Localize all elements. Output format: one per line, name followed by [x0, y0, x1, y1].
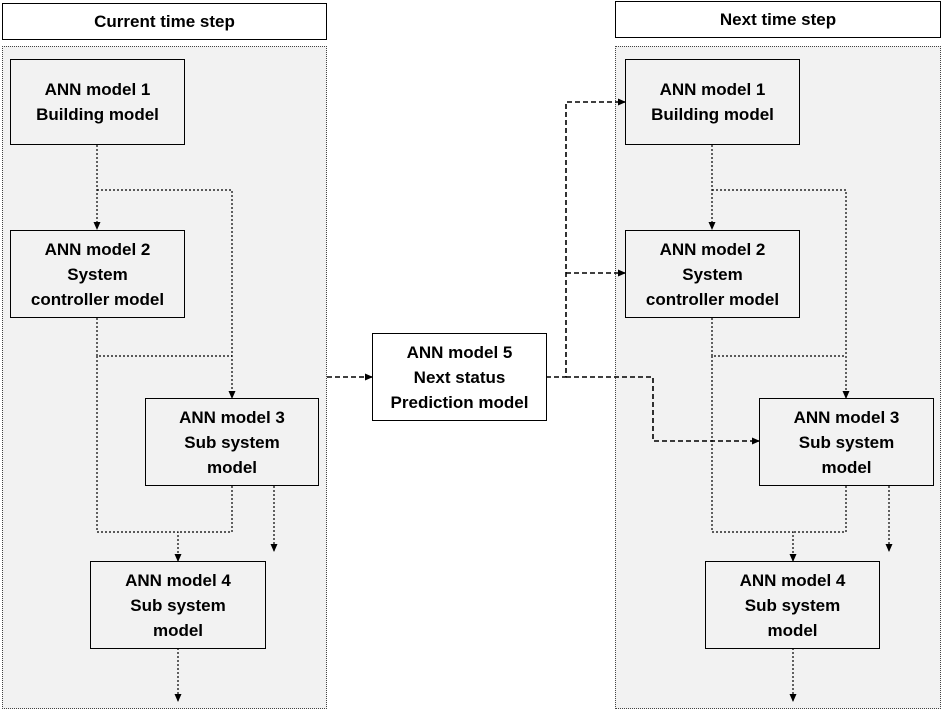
connector-n3-n4 — [793, 486, 847, 533]
model-desc: controller model — [30, 289, 165, 309]
model-name: ANN model 5 — [406, 342, 513, 362]
next-ann-model-1: ANN model 1 Building model — [625, 59, 800, 145]
next-step-header: Next time step — [615, 1, 941, 38]
current-ann-model-2: ANN model 2 System controller model — [10, 230, 185, 318]
connector-c1-bypass — [97, 189, 236, 399]
connector-m5-to-n1 — [546, 98, 626, 378]
model-name: ANN model 2 — [44, 239, 151, 259]
connector-n2-n4 — [711, 356, 797, 562]
current-step-header: Current time step — [2, 3, 327, 40]
model-desc: controller model — [645, 289, 780, 309]
model-desc: Next status — [413, 367, 506, 387]
model-desc: model — [206, 457, 258, 477]
model-name: ANN model 3 — [179, 407, 285, 427]
connector-n2-n3 — [711, 318, 846, 357]
connector-m5-to-n3 — [566, 376, 760, 445]
model-name: ANN model 2 — [659, 239, 766, 259]
model-desc: Sub system — [744, 595, 841, 615]
model-desc: model — [152, 620, 204, 640]
next-ann-model-4: ANN model 4 Sub system model — [705, 561, 880, 649]
current-ann-model-1: ANN model 1 Building model — [10, 59, 185, 145]
model-desc: Sub system — [130, 595, 226, 615]
connector-c2-c4 — [96, 356, 182, 562]
model-desc: System — [67, 264, 128, 284]
model-name: ANN model 1 — [659, 80, 766, 99]
model-desc: Prediction model — [390, 392, 529, 412]
next-ann-model-2: ANN model 2 System controller model — [625, 230, 800, 318]
model-desc: model — [821, 457, 872, 477]
model-name: ANN model 4 — [739, 570, 846, 590]
model-name: ANN model 4 — [125, 570, 231, 590]
model-desc: Building model — [36, 105, 159, 124]
connector-c3-c4 — [178, 486, 233, 533]
model-desc: System — [682, 264, 743, 284]
model-desc: Sub system — [798, 432, 895, 452]
next-ann-model-3: ANN model 3 Sub system model — [759, 398, 934, 486]
model-name: ANN model 3 — [793, 407, 900, 427]
connector-n1-bypass — [712, 189, 850, 399]
model-desc: model — [767, 620, 818, 640]
model-name: ANN model 1 — [44, 80, 151, 99]
connector-c2-c3 — [96, 318, 232, 357]
model-desc: Sub system — [184, 432, 280, 452]
model-desc: Building model — [651, 105, 774, 124]
current-ann-model-3: ANN model 3 Sub system model — [145, 398, 319, 486]
ann-model-5: ANN model 5 Next status Prediction model — [372, 333, 547, 421]
current-ann-model-4: ANN model 4 Sub system model — [90, 561, 266, 649]
